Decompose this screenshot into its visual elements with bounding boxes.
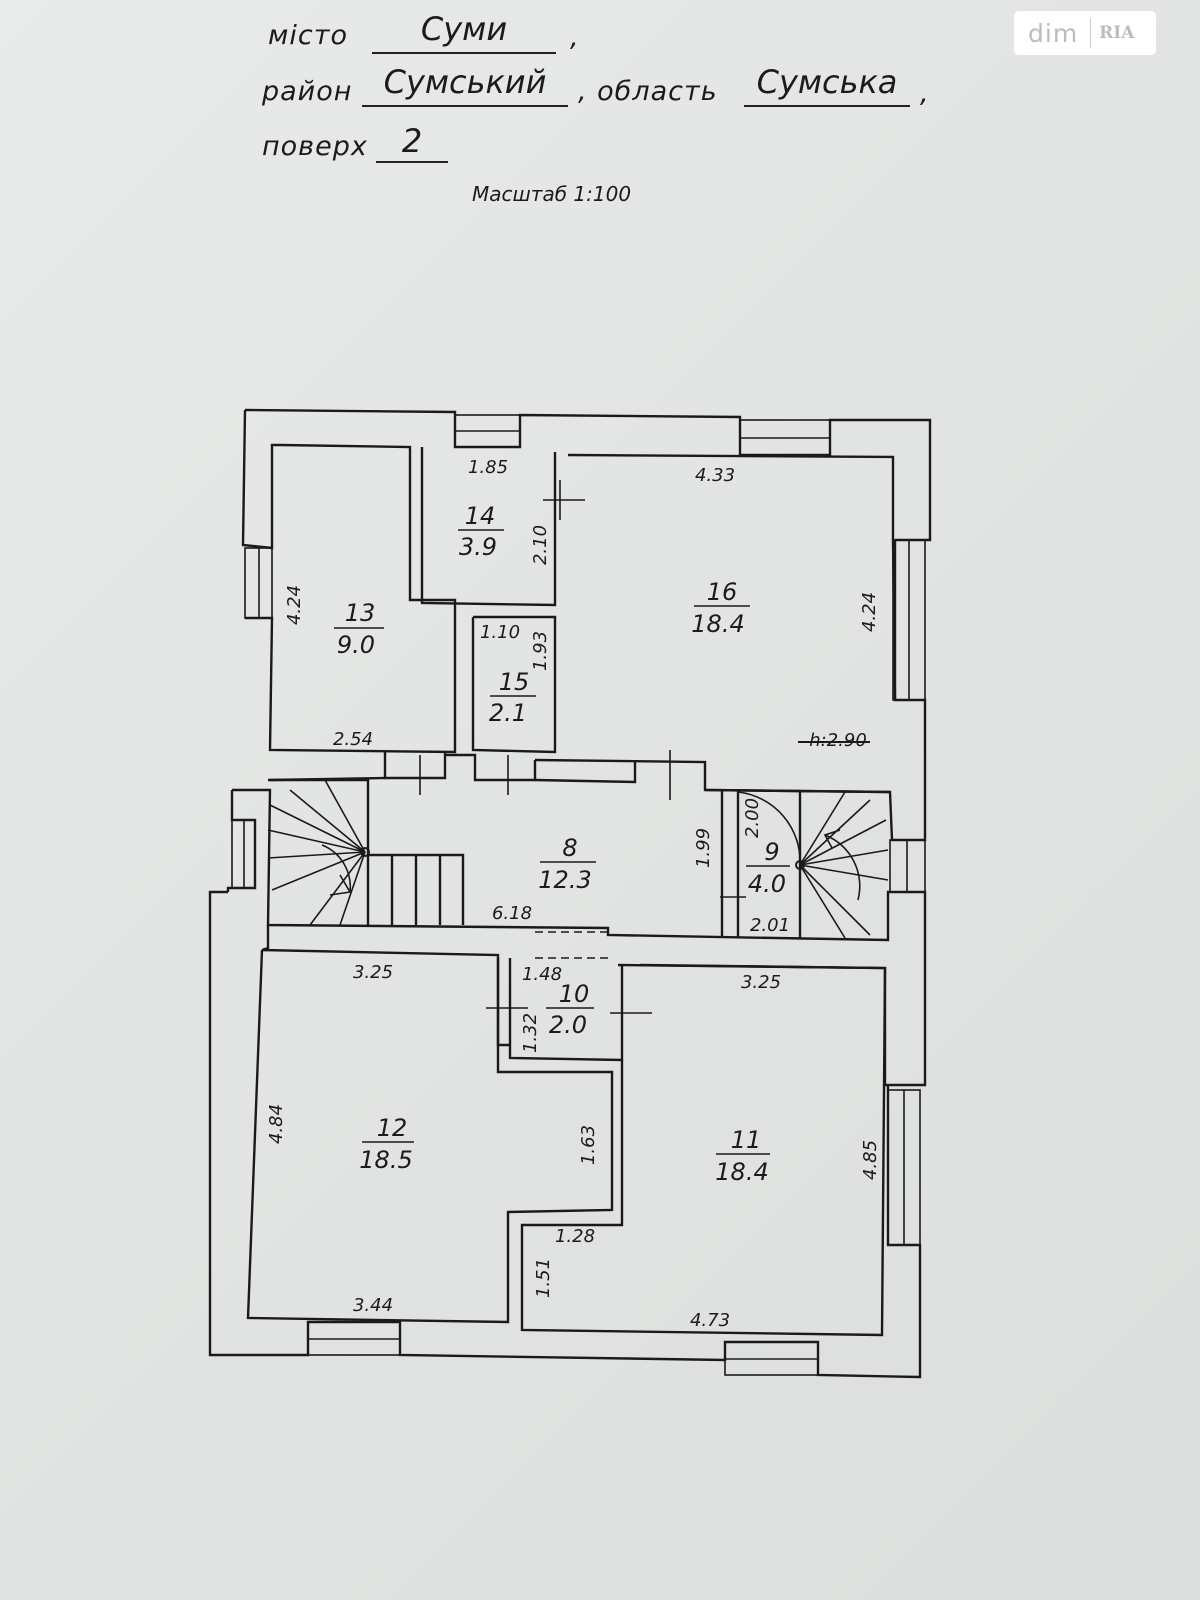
- dim-label: 1.63: [578, 1125, 599, 1165]
- outer-wall-inner-top: [245, 443, 457, 754]
- dim-label: 3.25: [353, 962, 393, 983]
- corridor-top-wall: [383, 752, 447, 780]
- room14-outline: [420, 447, 557, 607]
- city-label: місто: [268, 20, 348, 51]
- city-comma: ,: [570, 22, 580, 53]
- dim-label: 4.85: [860, 1140, 881, 1180]
- city-value: Суми: [420, 10, 508, 48]
- corridor-top-wall-3: [534, 760, 637, 784]
- room-15-number: 15: [499, 668, 530, 696]
- logo-separator: [1090, 18, 1092, 48]
- room10-inner: [496, 958, 510, 1047]
- room-8-number: 8: [562, 834, 577, 862]
- stair-steps: [368, 853, 465, 925]
- dim-label: 3.25: [741, 972, 781, 993]
- dim-label: h:2.90: [809, 730, 867, 751]
- room12-outline: [246, 948, 614, 1324]
- scale-label: Масштаб 1:100: [472, 182, 632, 206]
- dim-label: 1.85: [468, 457, 508, 478]
- outer-wall-left-top: [241, 409, 280, 550]
- floor-label: поверх: [262, 131, 368, 162]
- dim-label: 1.99: [693, 828, 714, 868]
- room-10-area: 2.0: [549, 1011, 587, 1039]
- floor-underline: [376, 161, 448, 163]
- room-10-number: 10: [559, 980, 590, 1008]
- dim-label: 3.44: [353, 1295, 393, 1316]
- room-16-number: 16: [707, 578, 738, 606]
- dim-label: 4.33: [695, 465, 735, 486]
- dim-label: 4.24: [284, 585, 305, 625]
- room-11-number: 11: [731, 1126, 762, 1154]
- room15-outline: [471, 615, 557, 754]
- dim-label: 2.10: [530, 525, 551, 565]
- corridor-lower-wall: [261, 925, 270, 952]
- region-value: Сумська: [756, 63, 898, 101]
- dim-label: 4.73: [690, 1310, 730, 1331]
- dim-label: 1.32: [520, 1013, 541, 1053]
- room-14-number: 14: [465, 502, 496, 530]
- stair-center-right: [795, 860, 805, 870]
- dim-label: 2.01: [750, 915, 790, 936]
- floor-value: 2: [401, 122, 423, 160]
- dim-label: 1.51: [533, 1258, 554, 1298]
- region-comma: ,: [920, 78, 930, 109]
- dimria-logo: dim RIA: [1014, 11, 1156, 55]
- dim-label: 4.84: [266, 1104, 287, 1144]
- outer-wall: [244, 408, 932, 542]
- logo-dim-text: dim: [1028, 18, 1079, 48]
- dim-label: 1.28: [555, 1226, 595, 1247]
- dim-label: 2.00: [742, 798, 763, 838]
- room-15-area: 2.1: [489, 699, 527, 727]
- left-mid-wall: [232, 788, 927, 1087]
- room-11-area: 18.4: [715, 1158, 768, 1186]
- room-12-area: 18.5: [359, 1146, 412, 1174]
- region-underline: [744, 105, 910, 107]
- room11-outline: [520, 963, 887, 1337]
- dim-label: 2.54: [333, 729, 373, 750]
- dim-label: 1.48: [522, 964, 562, 985]
- logo-ria-text: RIA: [1099, 23, 1135, 43]
- room-8-area: 12.3: [538, 866, 591, 894]
- region-label: , область: [578, 76, 718, 107]
- room-14-area: 3.9: [459, 533, 497, 561]
- district-value: Сумський: [383, 63, 547, 101]
- dim-label: 4.24: [859, 592, 880, 632]
- corridor-top-wall-2: [445, 753, 537, 782]
- room-12-number: 12: [377, 1114, 408, 1142]
- dim-label: 1.93: [530, 631, 551, 671]
- city-underline: [372, 52, 556, 54]
- stair-center-left: [360, 847, 370, 857]
- left-staircase: [267, 779, 366, 926]
- right-staircase: [737, 791, 889, 939]
- room-9-area: 4.0: [748, 870, 786, 898]
- lower-outer-wall: [208, 890, 922, 1379]
- room-13-number: 13: [345, 599, 376, 627]
- room-13-area: 9.0: [337, 631, 375, 659]
- room-16-area: 18.4: [691, 610, 744, 638]
- room-9-number: 9: [764, 838, 779, 866]
- district-underline: [362, 105, 568, 107]
- corridor-top-wall-4: [704, 788, 891, 794]
- stair-left-box: [268, 778, 370, 925]
- district-label: район: [262, 76, 353, 107]
- dim-label: 1.10: [480, 622, 520, 643]
- dim-label: 6.18: [492, 903, 532, 924]
